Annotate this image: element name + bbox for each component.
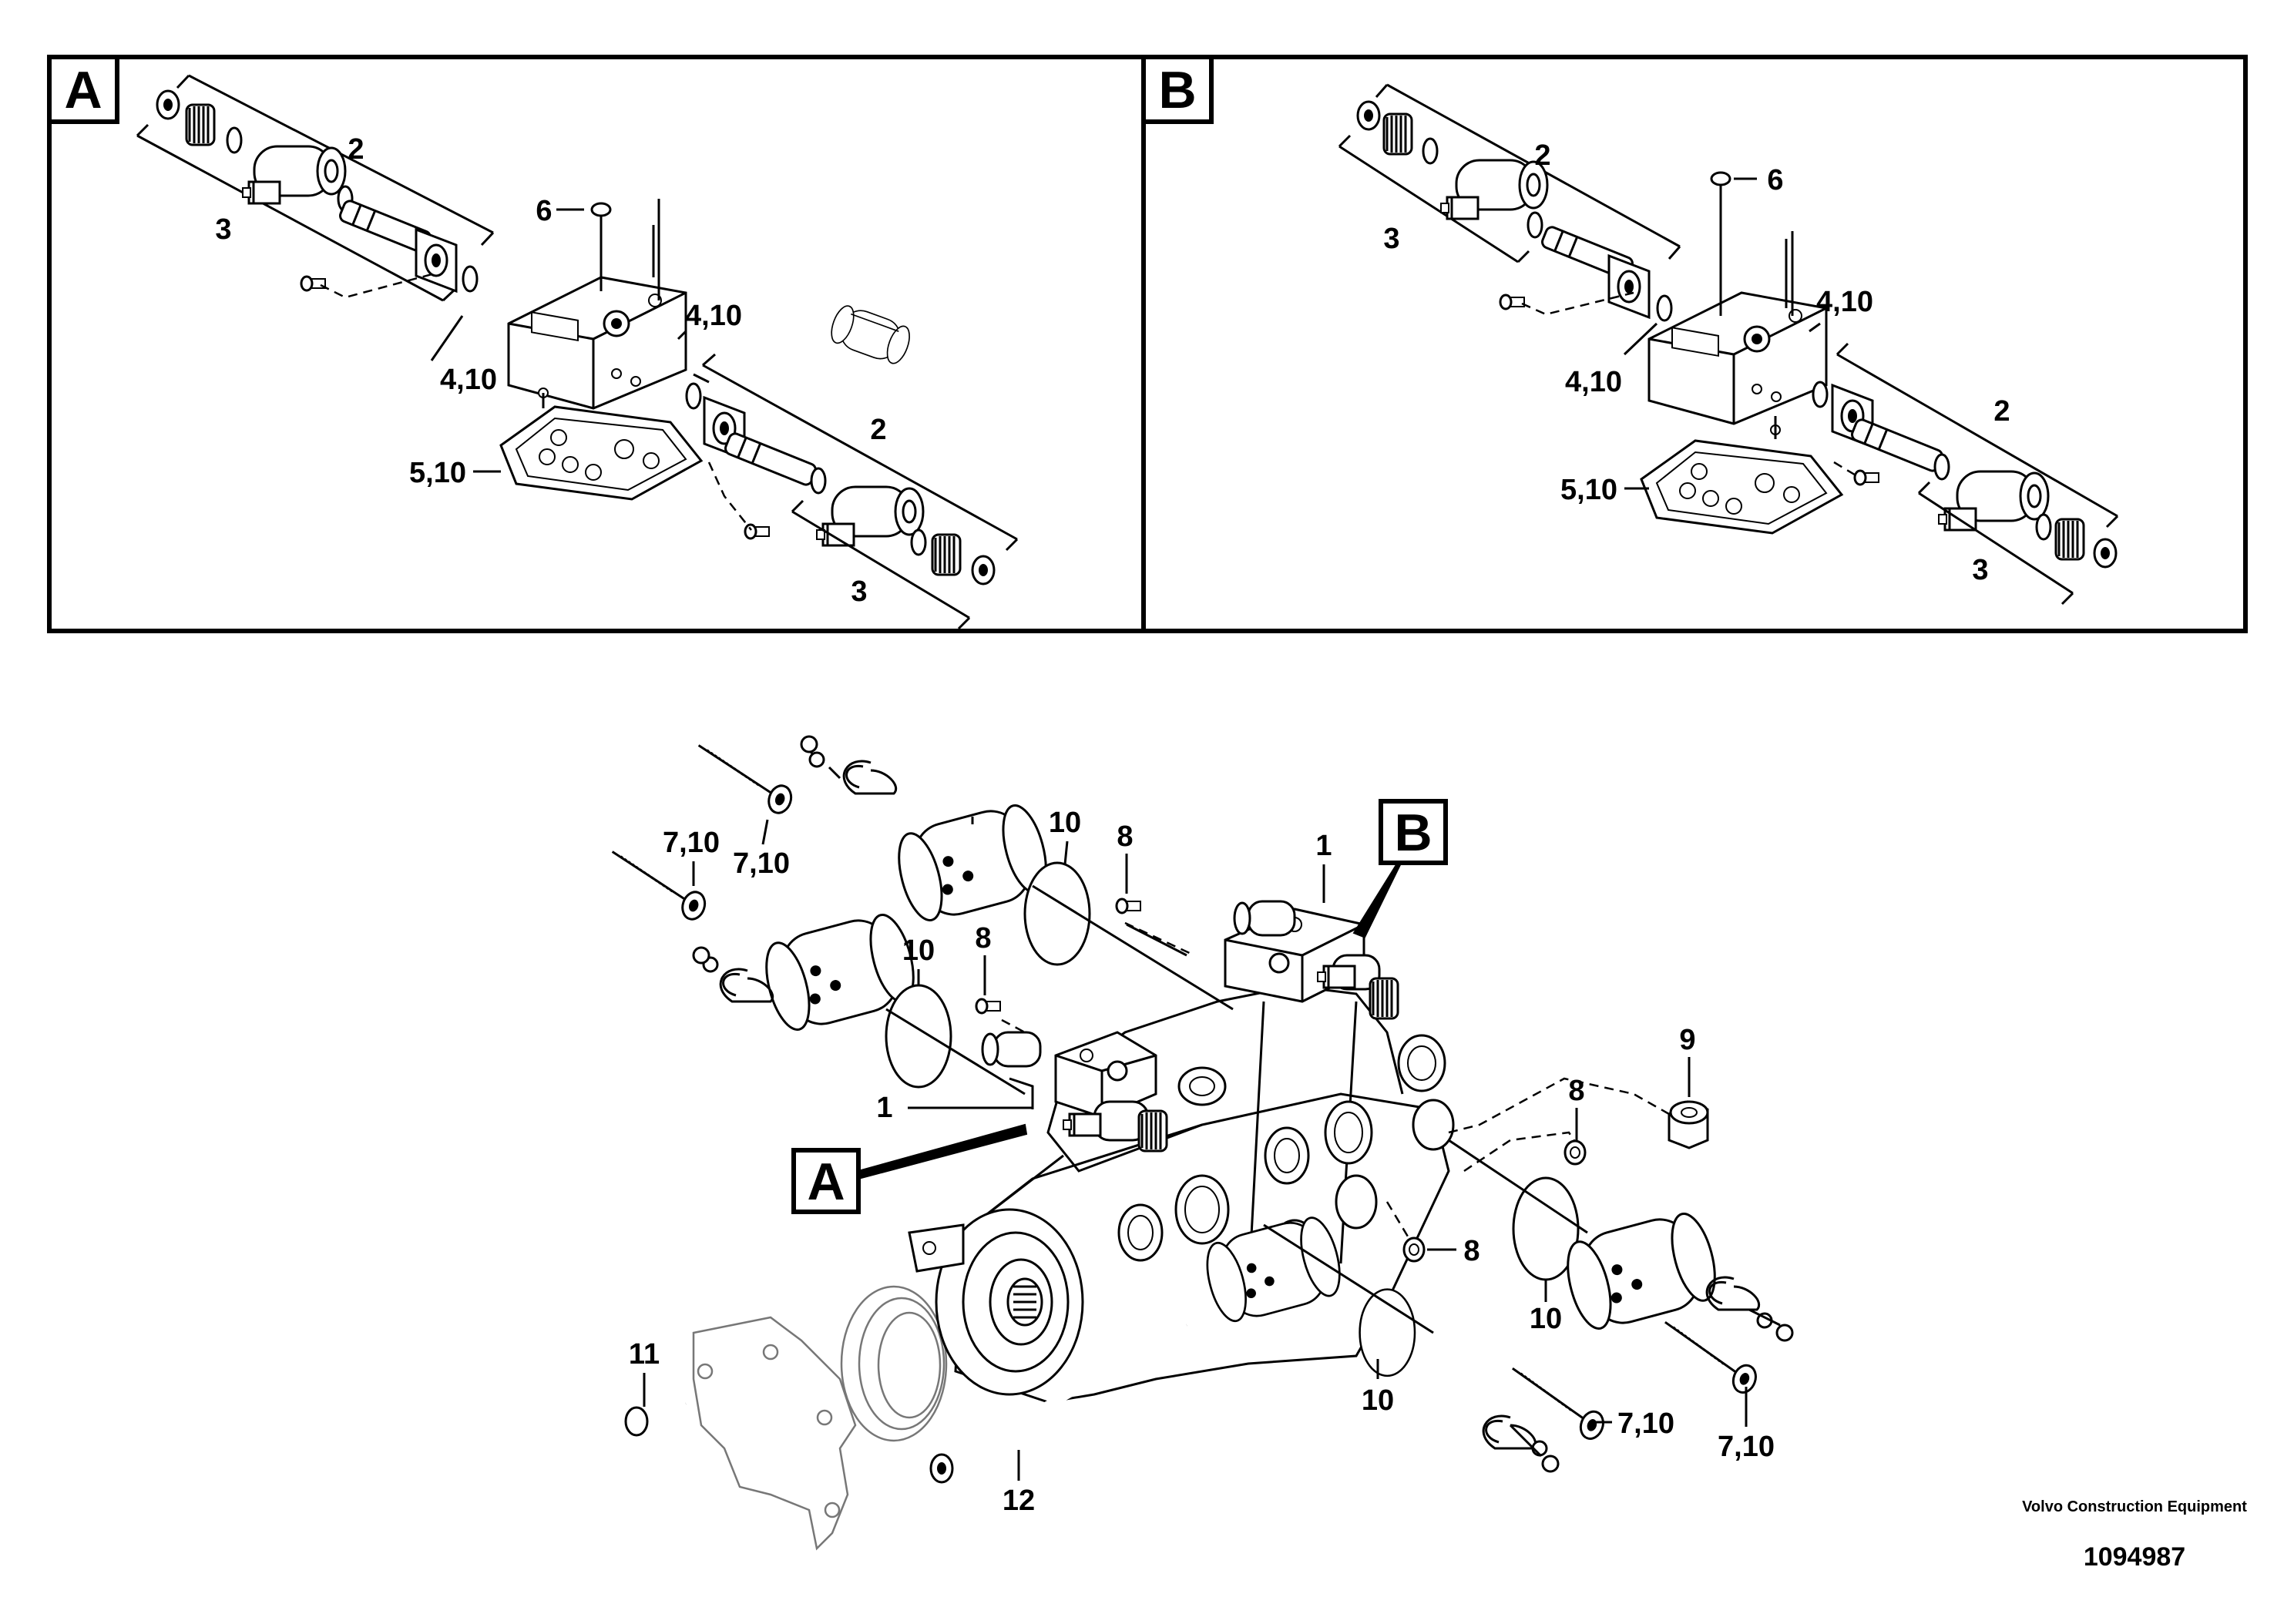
panel-a-letter: A (64, 61, 102, 119)
panel-b-label-3-bottom: 3 (1972, 554, 1988, 586)
panel-b: B 2 3 (1141, 55, 2248, 633)
label-1-valve-left: 1 (876, 1092, 892, 1124)
panel-b-label-4-10-right: 4,10 (1816, 286, 1873, 318)
company-credit: Volvo Construction Equipment (2022, 1498, 2247, 1515)
panel-a-valve-block (507, 199, 687, 410)
panel-a-upper-solenoid (136, 74, 495, 302)
panel-a-label-3-top: 3 (215, 213, 231, 246)
panel-b-tab (1141, 55, 1214, 124)
label-10-oring-front: 10 (1362, 1384, 1394, 1417)
callout-b-letter: B (1394, 804, 1432, 862)
panel-b-label-5-10: 5,10 (1560, 474, 1617, 506)
panel-a-lower-solenoid (685, 353, 1019, 630)
panel-b-label-4-10-left: 4,10 (1565, 366, 1622, 398)
label-10-oring-right: 10 (1530, 1303, 1562, 1335)
panel-a-label-4-10-right: 4,10 (685, 300, 742, 332)
callout-a-letter: A (807, 1153, 845, 1211)
panel-b-valve-block (1647, 171, 1828, 439)
piston-front (1198, 1211, 1613, 1473)
label-7-10-plug-front: 7,10 (1617, 1408, 1674, 1440)
panel-a-label-2-bottom: 2 (870, 414, 886, 446)
label-8-screw-right: 8 (1568, 1075, 1584, 1107)
piston-lower-left (599, 850, 1026, 1096)
label-10-oring-left: 10 (902, 934, 935, 967)
long-bolt (929, 1320, 1190, 1484)
label-10-oring-top: 10 (1049, 807, 1081, 839)
label-12-long-bolt: 12 (1003, 1485, 1035, 1517)
label-7-10-plug-right: 7,10 (1718, 1431, 1775, 1463)
label-9-cap: 9 (1679, 1024, 1695, 1056)
screw-8-right (1563, 1139, 1587, 1166)
panel-b-label-3-top: 3 (1383, 223, 1399, 255)
label-8-screw-front: 8 (1463, 1235, 1480, 1267)
panel-a-label-2-top: 2 (348, 133, 364, 166)
panel-b-letter: B (1158, 61, 1196, 119)
callout-a: A (791, 1123, 1028, 1214)
panel-b-frame (1141, 55, 2248, 633)
cap-9 (1668, 1100, 1709, 1149)
screw-8-top (1115, 898, 1142, 914)
panel-a-tab (47, 55, 119, 124)
label-8-screw-top: 8 (1117, 820, 1133, 853)
label-7-10-plug-left-1: 7,10 (663, 827, 720, 859)
panel-b-label-2-bottom: 2 (1993, 395, 2010, 428)
label-8-screw-left: 8 (975, 922, 991, 955)
panel-b-label-6: 6 (1767, 164, 1783, 196)
label-7-10-plug-left-2: 7,10 (733, 847, 790, 880)
panel-b-gasket (1640, 439, 1843, 535)
panel-a: A 2 3 (47, 55, 1146, 633)
left-control-valve (981, 1031, 1168, 1153)
panel-a-gasket (499, 405, 703, 501)
reference-number: 1094987 (2083, 1542, 2186, 1572)
panel-a-label-4-10-left: 4,10 (440, 364, 497, 396)
piston-upper-left (685, 735, 1234, 1011)
label-11-flange-bolt: 11 (629, 1338, 660, 1371)
top-control-valve (826, 301, 1399, 1020)
piston-right (1448, 1139, 1794, 1398)
pump-housing (908, 985, 1455, 1404)
main-assembly: 7,10 7,10 10 8 1 10 8 1 9 8 8 10 10 7,10… (599, 301, 1794, 1551)
screw-8-front (1402, 1236, 1426, 1263)
shaft-seal (840, 1285, 948, 1442)
panel-a-label-6: 6 (536, 195, 552, 227)
callout-b: B (1352, 799, 1448, 938)
label-1-valve-top: 1 (1315, 830, 1332, 862)
screw-8-left (975, 998, 1002, 1015)
panel-b-label-2-top: 2 (1534, 139, 1550, 172)
mounting-flange-plate (692, 1316, 857, 1551)
flange-bolt (624, 1400, 687, 1437)
panel-b-upper-solenoid (1338, 83, 1681, 322)
panel-a-label-3-bottom: 3 (851, 575, 867, 608)
panel-a-label-5-10: 5,10 (409, 457, 466, 489)
panel-b-lower-solenoid (1812, 342, 2119, 606)
